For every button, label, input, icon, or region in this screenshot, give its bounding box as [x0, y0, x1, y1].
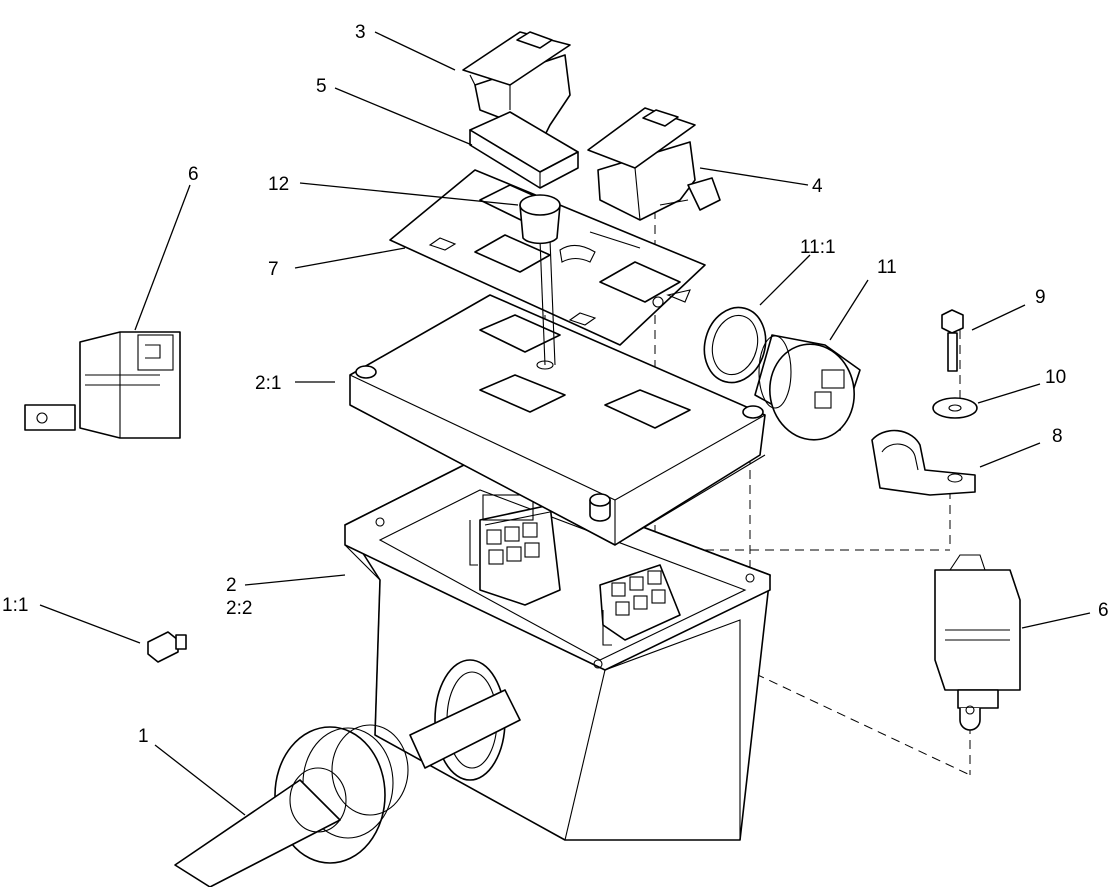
callout-2-1: 2:1: [255, 373, 281, 394]
callout-4: 4: [812, 176, 823, 197]
callout-11-1: 11:1: [800, 237, 836, 258]
knob: [519, 194, 561, 245]
callout-2-2: 2:2: [226, 598, 252, 619]
relay-left: [24, 331, 181, 439]
bolt: [941, 309, 964, 372]
relay-right: [934, 554, 1021, 731]
housing-box: [344, 461, 771, 841]
callout-6-right: 6: [1098, 600, 1109, 621]
leader-lines: [39, 31, 1091, 816]
callout-11: 11: [877, 257, 897, 278]
cover-plate: [349, 294, 766, 546]
callout-1-1: 1:1: [2, 595, 28, 616]
rocker-switch-4: [587, 107, 721, 221]
rotary-switch: [754, 334, 861, 441]
decal-plate: [389, 169, 706, 346]
washer: [932, 397, 978, 419]
callout-1: 1: [138, 726, 149, 747]
callout-8: 8: [1052, 426, 1063, 447]
callout-3: 3: [355, 22, 366, 43]
callout-labels: 3 5 12 4 6 7 2:1 2 2:2 1:1 1 11:1 11 9 1…: [2, 22, 1109, 747]
housing-connector-left: [469, 494, 561, 606]
callout-7: 7: [268, 259, 279, 280]
retaining-ring: [703, 306, 767, 384]
switch-shaft: [536, 239, 556, 370]
callout-12: 12: [268, 174, 289, 195]
callout-2: 2: [226, 575, 237, 596]
cable-clamp: [871, 429, 976, 496]
cable-grommet: [174, 689, 521, 887]
callout-10: 10: [1045, 367, 1066, 388]
blank-plug: [469, 111, 579, 189]
callout-6-left: 6: [188, 164, 199, 185]
bulb: [147, 631, 187, 663]
callout-5: 5: [316, 76, 327, 97]
rocker-switch-3: [462, 31, 571, 136]
callout-9: 9: [1035, 287, 1046, 308]
housing-connector-right: [599, 564, 681, 646]
